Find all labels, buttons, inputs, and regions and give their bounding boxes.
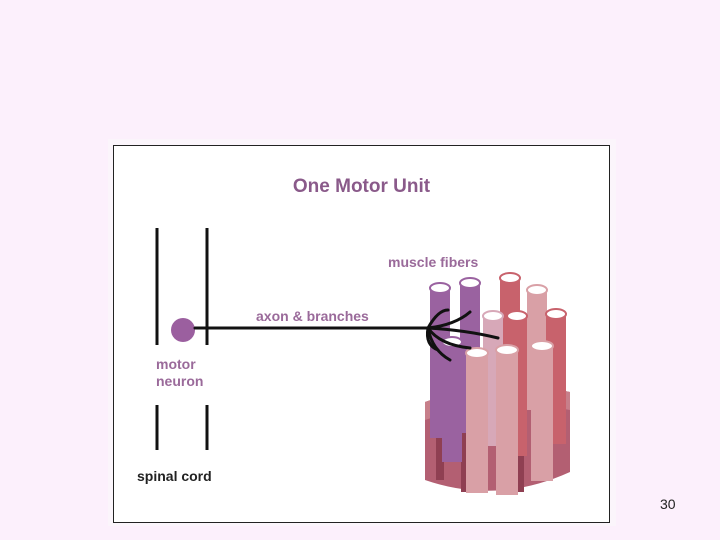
axon-branch xyxy=(426,308,450,330)
diagram-title: One Motor Unit xyxy=(292,176,431,197)
label-motor-neuron-line2: neuron xyxy=(156,373,204,389)
muscle-bundle xyxy=(425,272,570,495)
muscle-fiber xyxy=(442,342,462,462)
muscle-fiber xyxy=(496,350,518,495)
axon-and-branches xyxy=(193,308,500,362)
label-motor-neuron-line1: motor xyxy=(156,356,196,372)
label-motor-neuron: motor neuron xyxy=(156,356,203,390)
axon-branch xyxy=(426,326,500,340)
slide-number: 30 xyxy=(660,496,676,512)
label-muscle-fibers: muscle fibers xyxy=(388,254,479,270)
motor-neuron-body xyxy=(171,318,195,342)
label-axon-branches: axon & branches xyxy=(256,308,369,324)
axon-branch xyxy=(426,326,472,350)
axon-branch xyxy=(426,326,440,352)
muscle-fiber xyxy=(466,353,488,493)
spinal-cord-lines xyxy=(155,228,209,450)
muscle-fiber xyxy=(531,346,553,481)
label-spinal-cord: spinal cord xyxy=(137,468,212,484)
